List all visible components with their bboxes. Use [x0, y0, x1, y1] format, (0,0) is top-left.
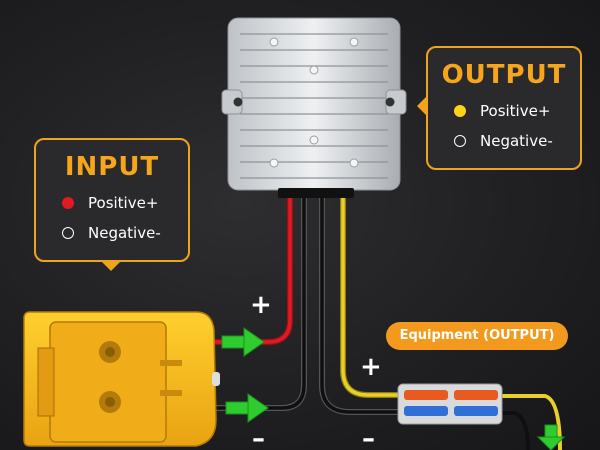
input-positive-label: Positive+ [88, 194, 159, 212]
wire-connector [397, 383, 503, 425]
arrow-input-negative [225, 393, 269, 423]
arrow-input-positive [221, 327, 265, 357]
input-negative-label: Negative- [88, 224, 161, 242]
output-negative-label: Negative- [480, 132, 553, 150]
output-negative-dot [454, 135, 466, 147]
output-callout-pointer [417, 97, 426, 115]
input-callout: INPUT Positive+ Negative- [34, 138, 190, 262]
input-plus-sign: + [250, 290, 272, 320]
input-callout-pointer [102, 262, 120, 271]
wires [212, 192, 562, 450]
output-positive-label: Positive+ [480, 102, 551, 120]
arrow-output [536, 424, 566, 450]
wire-equipment-negative [500, 411, 530, 450]
equipment-label: Equipment (OUTPUT) [386, 322, 568, 350]
output-minus-sign: – [362, 424, 375, 450]
battery-adapter [23, 311, 220, 447]
output-callout: OUTPUT Positive+ Negative- [426, 46, 582, 170]
output-positive-dot [454, 105, 466, 117]
input-positive-row: Positive+ [62, 188, 188, 218]
input-negative-row: Negative- [62, 218, 188, 248]
input-minus-sign: – [252, 424, 265, 450]
dc-dc-converter [221, 17, 407, 198]
input-positive-dot [62, 197, 74, 209]
output-negative-row: Negative- [454, 126, 580, 156]
output-positive-row: Positive+ [454, 96, 580, 126]
output-plus-sign: + [360, 352, 382, 382]
input-callout-title: INPUT [64, 152, 160, 182]
input-negative-dot [62, 227, 74, 239]
output-callout-title: OUTPUT [441, 60, 567, 90]
flow-arrows [221, 327, 566, 450]
